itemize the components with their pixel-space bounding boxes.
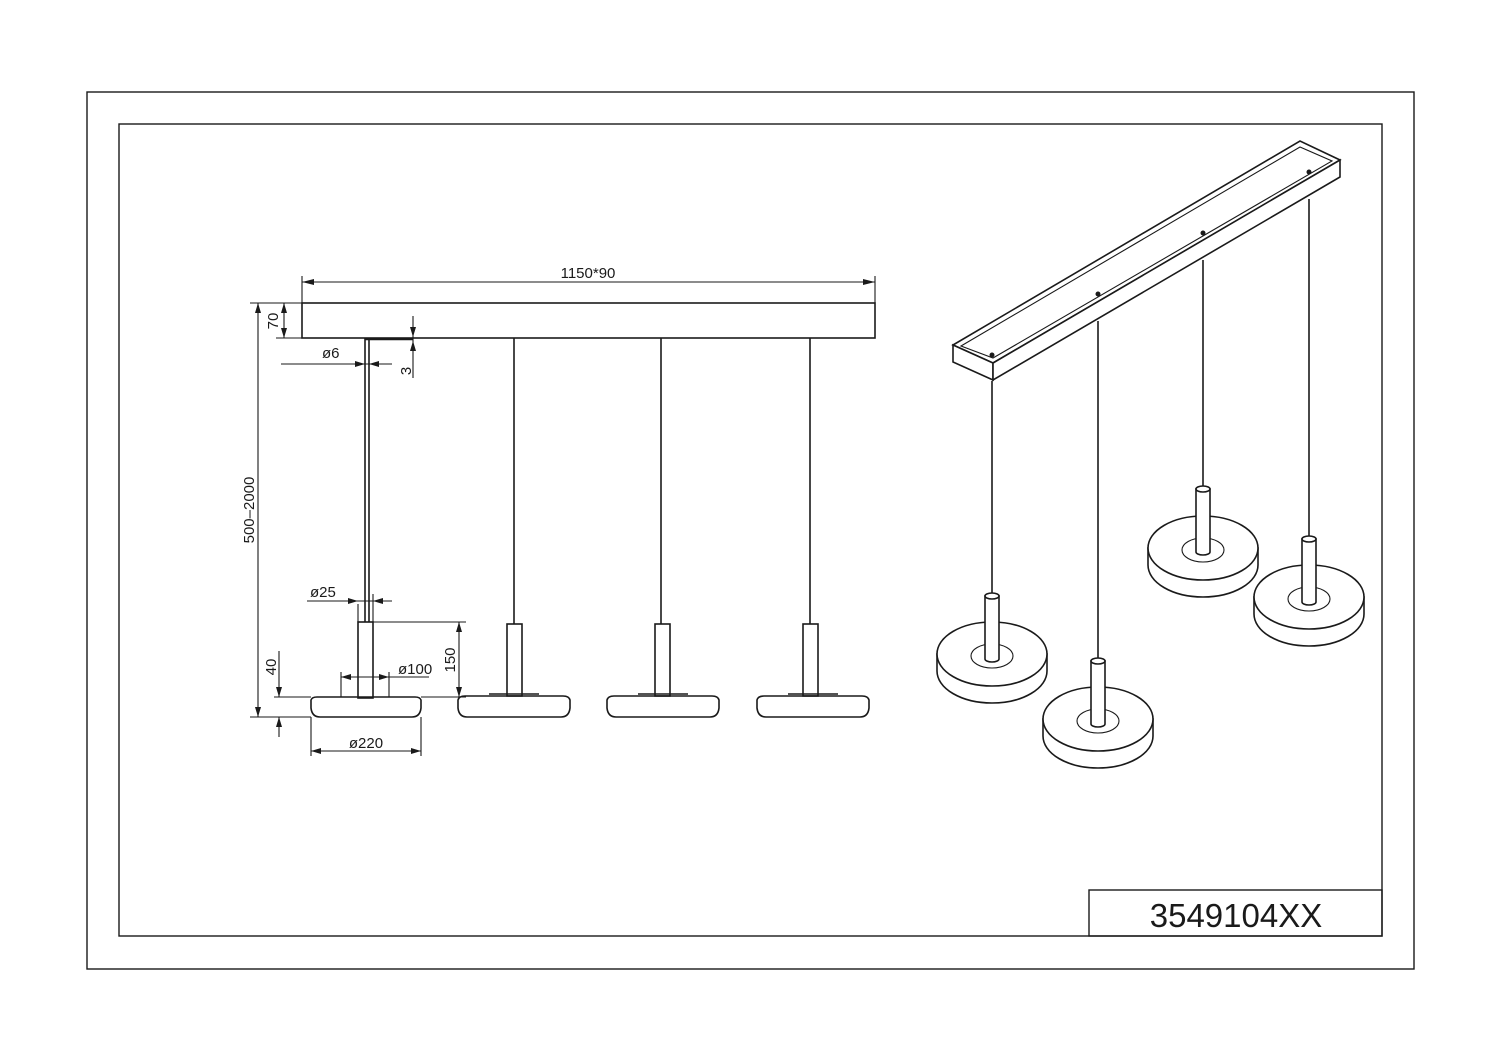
front-view: 1150*90 70 500–2000 ø6 <box>241 265 876 756</box>
dim-tube-height: 150 <box>373 621 466 698</box>
canopy-bar <box>301 302 876 339</box>
label-tube-diameter: ø25 <box>310 584 336 601</box>
dim-bar-length: 1150*90 <box>301 265 876 303</box>
isometric-view <box>936 140 1365 769</box>
label-inner-diameter: ø100 <box>398 661 432 678</box>
dim-canopy-height: 70 <box>265 302 302 339</box>
pendant-front-4 <box>756 623 870 718</box>
label-offset: 3 <box>398 367 415 375</box>
iso-pendant-1 <box>936 592 1048 704</box>
dim-inner-diameter: ø100 <box>340 661 432 697</box>
label-shade-diameter: ø220 <box>349 735 383 752</box>
iso-pendant-2 <box>1042 657 1154 769</box>
label-bar-size: 1150*90 <box>561 265 616 282</box>
dim-suspension-length: 500–2000 <box>241 302 311 718</box>
pendant-front-3 <box>606 623 720 718</box>
title-block: 3549104XX <box>1088 889 1383 937</box>
iso-pendant-3 <box>1147 485 1259 598</box>
dim-head-height: 40 <box>263 651 311 737</box>
label-canopy-height: 70 <box>265 313 282 330</box>
dim-cable-diameter: ø6 <box>281 345 392 367</box>
outer-frame <box>86 91 1415 970</box>
label-tube-height: 150 <box>442 647 459 672</box>
label-cable-diameter: ø6 <box>322 345 340 362</box>
label-suspension-length: 500–2000 <box>241 477 258 544</box>
pendant-front-1 <box>310 621 422 718</box>
pendant-front-2 <box>457 623 571 718</box>
dim-tube-diameter: ø25 <box>307 584 392 622</box>
iso-canopy <box>951 140 1342 382</box>
dim-offset: 3 <box>398 316 416 378</box>
dim-shade-diameter: ø220 <box>310 717 422 756</box>
part-number: 3549104XX <box>1150 897 1323 934</box>
iso-pendant-4 <box>1253 535 1365 647</box>
label-head-height: 40 <box>263 659 280 676</box>
inner-frame <box>118 123 1383 937</box>
